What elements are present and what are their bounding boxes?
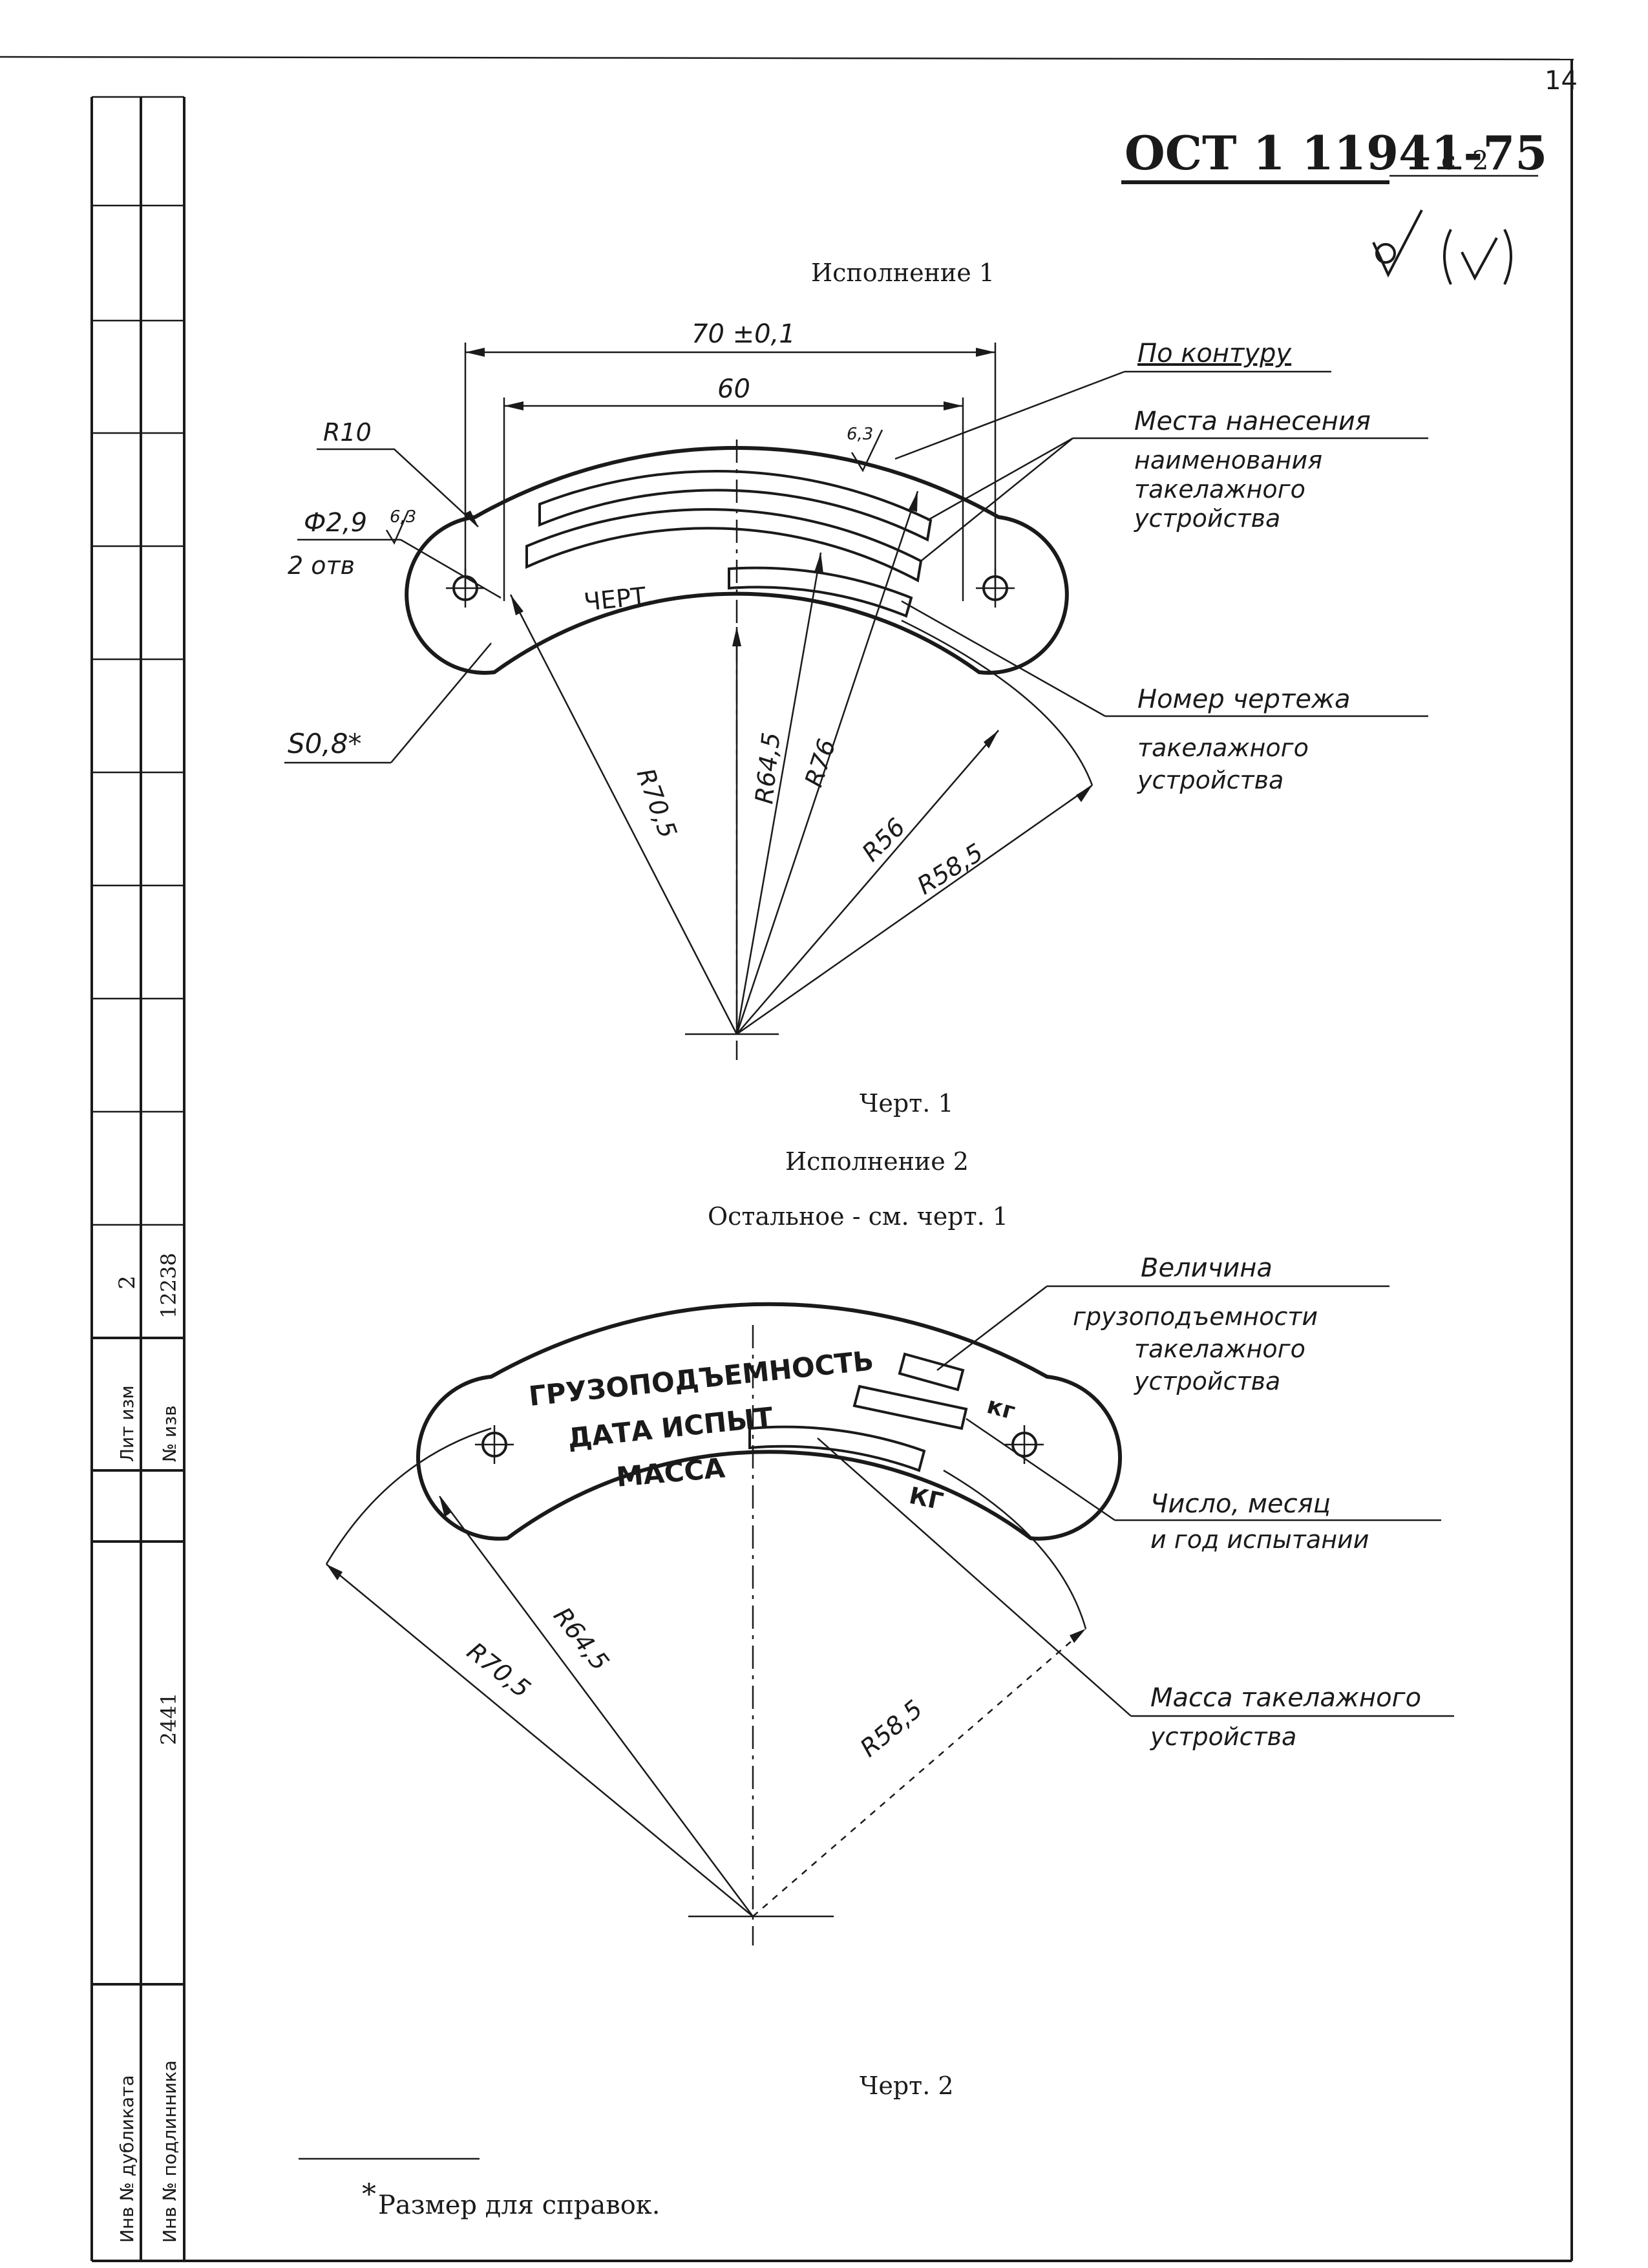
figure-2: Исполнение 2 Остальное - см. черт. 1 ГРУ…	[325, 1147, 1454, 2100]
label-2-r64-5: R64,5	[548, 1602, 615, 1676]
label-r64-5: R64,5	[750, 731, 785, 805]
label-r76: R76	[799, 736, 841, 790]
stamp-lit-izm-label: Лит изм	[116, 1385, 138, 1462]
note-date-line1: Число, месяц	[1150, 1489, 1331, 1519]
plate-kg-1: кг	[984, 1392, 1018, 1425]
footnote: * Размер для справок.	[299, 2157, 660, 2220]
roughness-value-contour: 6,3	[847, 425, 873, 444]
note-capacity-line3: такелажного	[1134, 1335, 1305, 1363]
roughness-symbol	[1372, 209, 1512, 285]
figure-1-caption: Черт. 1	[860, 1089, 954, 1118]
label-r10: R10	[323, 418, 372, 447]
plate-mass-label: МАССА	[615, 1452, 727, 1493]
footnote-mark: *	[362, 2178, 376, 2211]
note-number-line2: такелажного	[1137, 734, 1309, 762]
label-2-r58-5: R58,5	[855, 1695, 928, 1763]
footnote-text: Размер для справок.	[378, 2190, 660, 2220]
figure-2-subheading: Остальное - см. черт. 1	[708, 1202, 1008, 1231]
sheet-number: 14	[1545, 66, 1578, 96]
note-mass-line2: устройства	[1150, 1722, 1296, 1751]
note-name-line3: такелажного	[1134, 475, 1305, 503]
plate-chert-label: ЧЕРТ.	[582, 581, 655, 617]
figure-2-heading: Исполнение 2	[785, 1147, 969, 1176]
standard-designation: ОСТ 1 11941-75	[1125, 125, 1547, 180]
label-hole-diameter: Ф2,9	[304, 508, 367, 538]
note-name-line2: наименования	[1134, 446, 1322, 474]
dimension-70: 70 ±0,1	[692, 319, 796, 349]
label-hole-count: 2 отв	[288, 551, 355, 580]
note-date-line2: и год испытании	[1150, 1525, 1369, 1554]
plate-outline-2	[416, 1302, 1123, 1541]
stamp-original-number: 2441	[156, 1693, 181, 1745]
note-contour: По контуру	[1137, 339, 1292, 368]
stamp-no-izv-label: № изв	[159, 1405, 180, 1462]
figure-1: Исполнение 1 ЧЕРТ. 70 ±0,1 60 R	[284, 259, 1428, 1118]
plate-test-date-label: ДАТА ИСПЫТ	[566, 1401, 775, 1454]
stamp-rev-number: 2	[114, 1275, 140, 1289]
sheet-header: 14 ОСТ 1 11941-75 с. 2	[1121, 66, 1578, 285]
label-r70-5: R70,5	[631, 765, 682, 842]
dimension-60: 60	[717, 374, 750, 404]
note-capacity-line4: устройства	[1134, 1367, 1280, 1395]
note-name-line1: Места нанесения	[1134, 407, 1371, 436]
note-capacity-line2: грузоподъемности	[1073, 1302, 1318, 1331]
note-number-line1: Номер чертежа	[1137, 684, 1351, 714]
note-capacity-line1: Величина	[1141, 1253, 1273, 1283]
note-number-line3: устройства	[1137, 766, 1284, 794]
plate-capacity-label: ГРУЗОПОДЪЕМНОСТЬ	[527, 1344, 875, 1412]
label-r56: R56	[856, 812, 911, 867]
stamp-inv-original-label: Инв № подлинника	[159, 2061, 180, 2243]
label-2-r70-5: R70,5	[461, 1637, 536, 1703]
page-label: с. 2	[1441, 146, 1488, 176]
figure-2-caption: Черт. 2	[860, 2072, 954, 2100]
note-name-line4: устройства	[1134, 504, 1280, 533]
stamp-inv-duplicate-label: Инв № дубликата	[116, 2075, 138, 2243]
sheet-frame	[0, 56, 1574, 2262]
note-mass-line1: Масса такелажного	[1150, 1683, 1421, 1713]
stamp-notice-number: 12238	[156, 1253, 181, 1319]
label-thickness: S0,8*	[288, 728, 361, 759]
figure-1-heading: Исполнение 1	[811, 259, 995, 287]
plate-outline-1	[405, 446, 1069, 675]
label-r58-5: R58,5	[912, 838, 988, 900]
side-stamp: 2 12238 Лит изм № изв 2441 Инв № дублика…	[92, 96, 185, 2261]
